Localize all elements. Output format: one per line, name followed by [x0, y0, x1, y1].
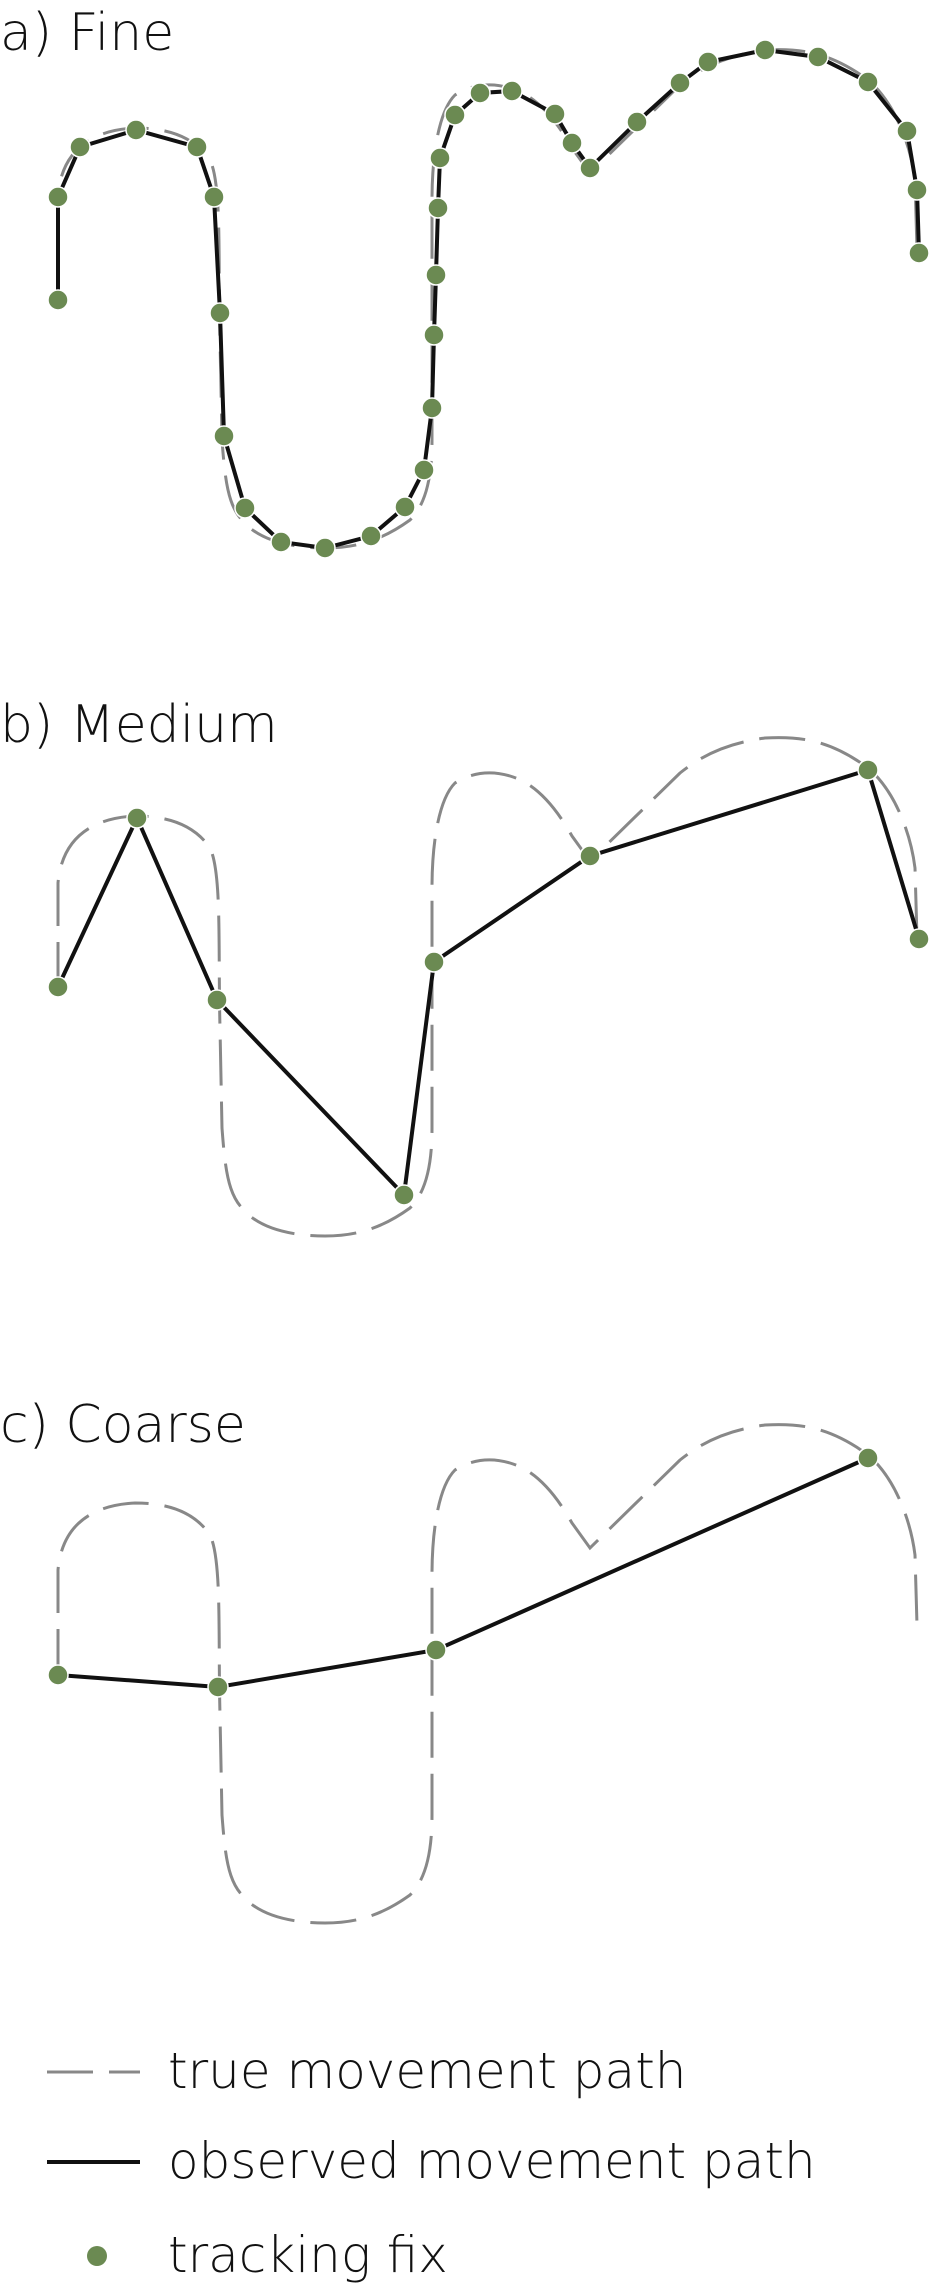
panel-medium-title: b) Medium — [0, 695, 278, 755]
fine-tracking-fix-2 — [47, 186, 69, 208]
medium-tracking-fix-3 — [206, 989, 228, 1011]
fine-tracking-fix-23 — [544, 103, 566, 125]
panel-fine-fixes — [47, 39, 930, 559]
fine-tracking-fix-18 — [427, 197, 449, 219]
coarse-tracking-fix-1 — [47, 1664, 69, 1686]
coarse-observed-path-line — [57, 1456, 869, 1690]
panel-fine-title: a) Fine — [0, 3, 174, 63]
fine-tracking-fix-27 — [669, 72, 691, 94]
legend-true-path-label: true movement path — [168, 2042, 686, 2100]
medium-tracking-fix-1 — [47, 976, 69, 998]
fine-tracking-fix-6 — [203, 186, 225, 208]
panel-fine-observed-path — [56, 47, 921, 551]
panel-coarse: c) Coarse — [0, 1395, 919, 1925]
fine-tracking-fix-34 — [908, 242, 930, 264]
coarse-tracking-fix-2 — [207, 1676, 229, 1698]
fine-tracking-fix-21 — [469, 82, 491, 104]
medium-tracking-fix-5 — [423, 951, 445, 973]
fine-tracking-fix-30 — [807, 46, 829, 68]
fine-tracking-fix-9 — [234, 497, 256, 519]
fine-tracking-fix-22 — [501, 80, 523, 102]
medium-true-path-line — [56, 736, 919, 1238]
fine-tracking-fix-4 — [125, 119, 147, 141]
panel-coarse-title: c) Coarse — [0, 1395, 246, 1455]
fine-tracking-fix-7 — [209, 302, 231, 324]
fine-tracking-fix-15 — [421, 397, 443, 419]
fine-tracking-fix-26 — [626, 111, 648, 133]
coarse-tracking-fix-4 — [857, 1447, 879, 1469]
fine-tracking-fix-25 — [579, 157, 601, 179]
fine-tracking-fix-14 — [413, 459, 435, 481]
fine-tracking-fix-17 — [425, 264, 447, 286]
fine-tracking-fix-12 — [360, 525, 382, 547]
fine-true-path-line — [56, 48, 919, 550]
coarse-tracking-fix-3 — [425, 1639, 447, 1661]
medium-tracking-fix-8 — [908, 928, 930, 950]
medium-tracking-fix-2 — [126, 807, 148, 829]
coarse-true-path-line — [56, 1423, 919, 1925]
panel-medium-fixes — [47, 759, 930, 1206]
fine-tracking-fix-32 — [896, 120, 918, 142]
panel-medium-observed-path — [56, 767, 921, 1200]
fine-tracking-fix-31 — [857, 71, 879, 93]
fine-tracking-fix-3 — [69, 136, 91, 158]
fine-tracking-fix-24 — [561, 132, 583, 154]
medium-tracking-fix-7 — [857, 759, 879, 781]
panel-coarse-observed-path — [57, 1456, 869, 1690]
legend: true movement path observed movement pat… — [47, 2042, 816, 2284]
legend-observed-path-label: observed movement path — [168, 2132, 816, 2190]
fine-tracking-fix-28 — [697, 51, 719, 73]
medium-tracking-fix-4 — [393, 1184, 415, 1206]
medium-tracking-fix-6 — [579, 845, 601, 867]
medium-observed-path-line — [56, 767, 921, 1200]
fine-observed-path-line — [56, 47, 921, 551]
panel-fine-true-path — [56, 48, 919, 550]
panel-coarse-fixes — [47, 1447, 879, 1698]
panel-medium: b) Medium — [0, 695, 930, 1238]
fine-tracking-fix-8 — [213, 425, 235, 447]
fine-tracking-fix-11 — [314, 537, 336, 559]
panel-fine: a) Fine — [0, 3, 930, 559]
panel-medium-true-path — [56, 736, 919, 1238]
legend-fix-label: tracking fix — [168, 2226, 448, 2284]
fine-tracking-fix-13 — [394, 496, 416, 518]
fine-tracking-fix-19 — [429, 147, 451, 169]
fine-tracking-fix-29 — [754, 39, 776, 61]
fine-tracking-fix-10 — [270, 531, 292, 553]
fine-tracking-fix-20 — [444, 104, 466, 126]
fine-tracking-fix-33 — [906, 179, 928, 201]
panel-coarse-true-path — [56, 1423, 919, 1925]
fine-tracking-fix-16 — [423, 324, 445, 346]
fine-tracking-fix-1 — [47, 289, 69, 311]
legend-fix-swatch — [87, 2246, 107, 2266]
fine-tracking-fix-5 — [186, 136, 208, 158]
